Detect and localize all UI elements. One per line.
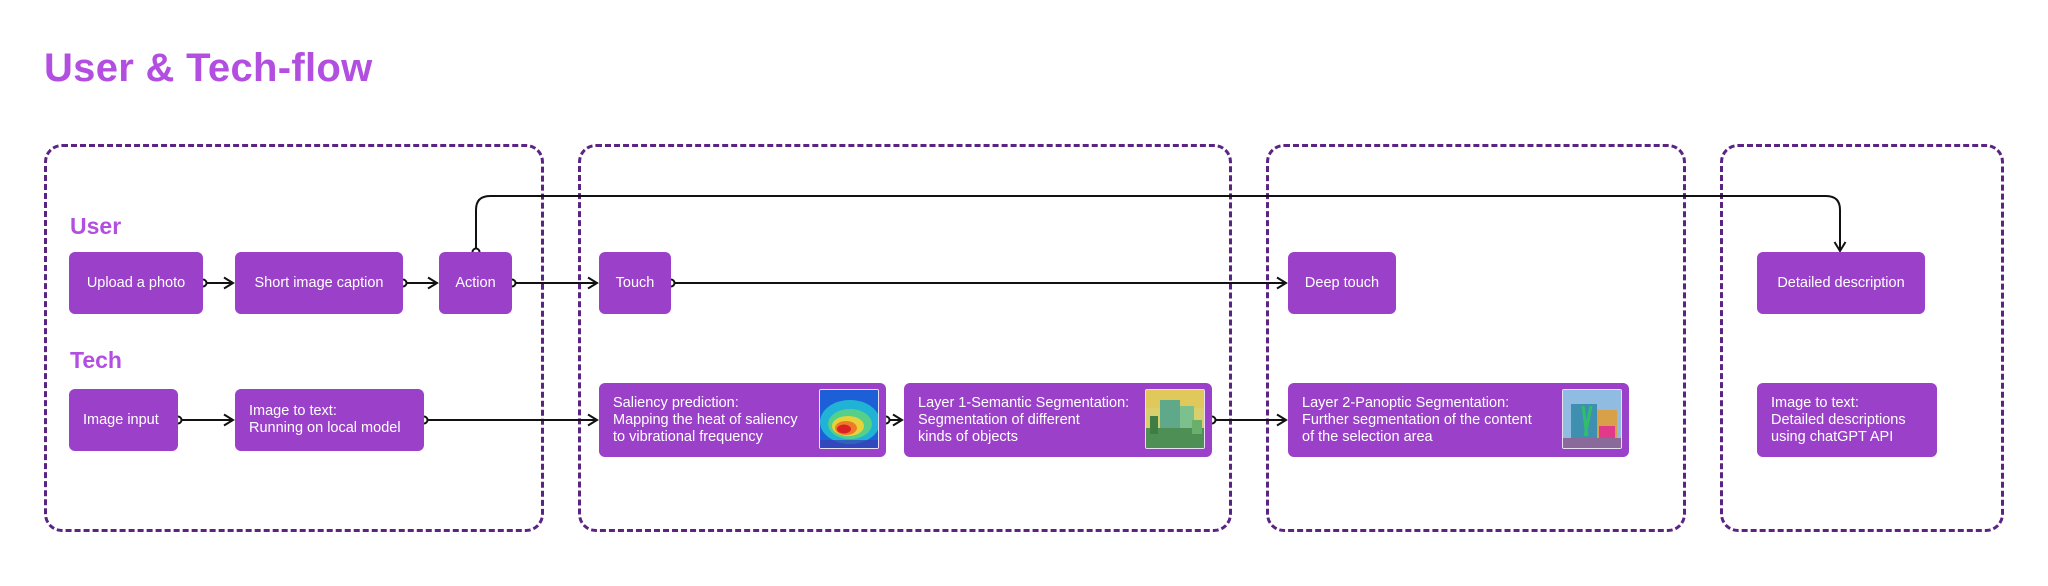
node-touch-label: Touch — [615, 274, 655, 291]
node-deep-touch-label: Deep touch — [1304, 274, 1380, 291]
group-description — [1720, 144, 2004, 532]
node-upload-photo-label: Upload a photo — [86, 274, 186, 291]
node-deep-touch: Deep touch — [1288, 252, 1396, 314]
node-image-to-text-gpt: Image to text: Detailed descriptions usi… — [1757, 383, 1937, 457]
node-image-input-label: Image input — [83, 411, 159, 428]
node-panoptic-segmentation-label: Layer 2-Panoptic Segmentation: Further s… — [1302, 394, 1532, 445]
node-upload-photo: Upload a photo — [69, 252, 203, 314]
node-image-to-text-local-label: Image to text: Running on local model — [249, 403, 401, 436]
node-short-caption-label: Short image caption — [254, 274, 384, 291]
section-label-user: User — [70, 213, 122, 239]
group-capture — [44, 144, 544, 532]
node-image-to-text-gpt-label: Image to text: Detailed descriptions usi… — [1771, 394, 1906, 445]
node-panoptic-segmentation: Layer 2-Panoptic Segmentation: Further s… — [1288, 383, 1629, 457]
node-touch: Touch — [599, 252, 671, 314]
node-semantic-segmentation: Layer 1-Semantic Segmentation: Segmentat… — [904, 383, 1212, 457]
group-touch — [578, 144, 1232, 532]
arrow-action-to-detailed — [475, 195, 1847, 253]
semantic-segmentation-thumbnail — [1145, 389, 1205, 449]
node-action-label: Action — [455, 274, 496, 291]
section-label-tech: Tech — [70, 347, 122, 373]
saliency-heatmap-thumbnail — [819, 389, 879, 449]
node-image-input: Image input — [69, 389, 178, 451]
node-detailed-description: Detailed description — [1757, 252, 1925, 314]
node-short-caption: Short image caption — [235, 252, 403, 314]
node-image-to-text-local: Image to text: Running on local model — [235, 389, 424, 451]
panoptic-segmentation-thumbnail — [1562, 389, 1622, 449]
node-saliency-prediction-label: Saliency prediction: Mapping the heat of… — [613, 394, 798, 445]
page-title: User & Tech-flow — [44, 46, 373, 90]
node-saliency-prediction: Saliency prediction: Mapping the heat of… — [599, 383, 886, 457]
node-action: Action — [439, 252, 512, 314]
group-deep-touch — [1266, 144, 1686, 532]
node-detailed-description-label: Detailed description — [1777, 274, 1905, 291]
node-semantic-segmentation-label: Layer 1-Semantic Segmentation: Segmentat… — [918, 394, 1130, 445]
